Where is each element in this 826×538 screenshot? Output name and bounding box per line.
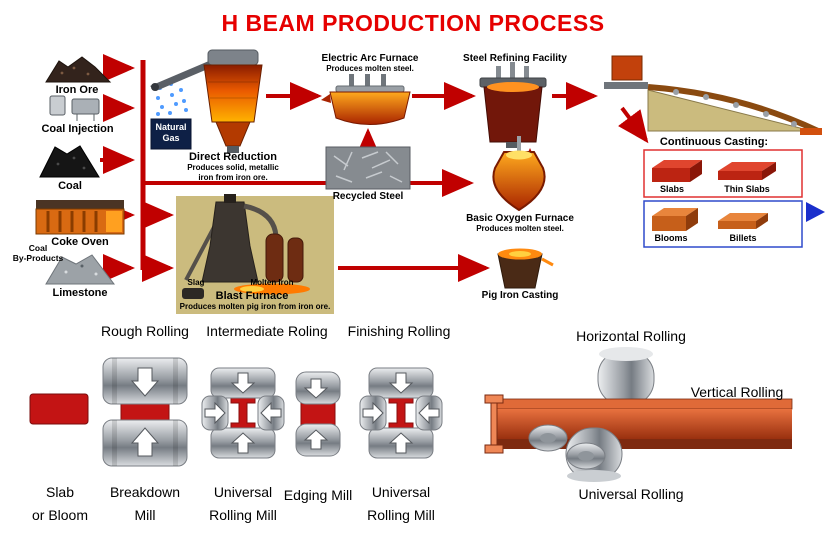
blue-flow-arrow-icon: [806, 202, 825, 222]
recycled-steel-scrap: [325, 146, 411, 190]
coke-oven-building: [35, 200, 125, 235]
basic-oxygen-furnace-vessel: [492, 136, 546, 212]
billet-product: [718, 213, 768, 229]
electric-arc-furnace-label: Electric Arc Furnace: [321, 53, 419, 64]
press-right-arrow-icon: [362, 401, 384, 425]
direct-reduction-desc: Produces solid, metallic iron from iron …: [187, 163, 279, 182]
coal-by-products-line1: Coal: [28, 243, 48, 253]
universal-mill-2-graphic: [359, 367, 443, 459]
recycled-steel-label: Recycled Steel: [332, 191, 404, 202]
thin-slab-product: [718, 162, 776, 180]
blast-furnace-label: Blast Furnace: [215, 290, 289, 302]
press-down-arrow-icon: [388, 372, 414, 394]
breakdown-mill-label: Breakdown Mill: [95, 481, 195, 527]
press-left-arrow-icon: [260, 401, 282, 425]
universal-rolling-label: Universal Rolling: [578, 486, 684, 502]
slab-stock-shape: [29, 393, 89, 425]
thin-slabs-label: Thin Slabs: [724, 184, 770, 194]
h-beam-end-profile: [484, 394, 504, 454]
press-right-arrow-icon: [204, 401, 226, 425]
universal-mill-1-line2: Rolling Mill: [209, 507, 277, 523]
coal-injection-label: Coal Injection: [41, 123, 114, 135]
press-up-arrow-icon: [230, 432, 256, 454]
steel-refining-vessel: [479, 62, 547, 148]
electric-arc-furnace-desc: Produces molten steel.: [326, 64, 414, 73]
slabs-label: Slabs: [659, 184, 684, 194]
iron-ore-label: Iron Ore: [55, 84, 99, 96]
limestone-pile: [45, 254, 116, 285]
pig-iron-ladle: [497, 248, 554, 289]
limestone-label: Limestone: [52, 287, 108, 299]
universal-mill-1-line1: Universal: [213, 484, 273, 500]
bloom-product: [652, 208, 698, 231]
continuous-caster: [604, 55, 822, 135]
press-down-arrow-icon: [230, 372, 256, 394]
steel-refining-facility-label: Steel Refining Facility: [463, 53, 567, 64]
electric-arc-furnace-vessel: [321, 74, 411, 125]
edging-mill-graphic: [295, 371, 341, 457]
molten-iron-label: Molten Iron: [250, 278, 294, 287]
slab-product: [652, 160, 702, 182]
finishing-rolling-label: Finishing Rolling: [347, 323, 451, 339]
billets-label: Billets: [729, 233, 757, 243]
rough-rolling-label: Rough Rolling: [101, 323, 189, 339]
blast-furnace-desc: Produces molten pig iron from iron ore.: [179, 302, 331, 311]
slag-label: Slag: [187, 278, 205, 287]
basic-oxygen-furnace-desc: Produces molten steel.: [476, 224, 564, 233]
cast-products: [643, 149, 825, 248]
blast-furnace-complex: [176, 194, 334, 314]
natural-gas-label: Natural Gas: [155, 122, 187, 143]
coal-label: Coal: [58, 180, 82, 192]
intermediate-roling-label: Intermediate Roling: [206, 323, 328, 339]
natural-gas-plume: [150, 82, 192, 150]
universal-mill-1-label: Universal Rolling Mill: [190, 481, 296, 527]
coal-by-products-line2: By-Products: [12, 253, 64, 264]
direct-reduction-furnace: [203, 49, 263, 153]
press-up-arrow-icon: [388, 432, 414, 454]
universal-mill-2-label: Universal Rolling Mill: [348, 481, 454, 527]
breakdown-mill-line2: Mill: [134, 507, 156, 523]
page-title: H BEAM PRODUCTION PROCESS: [221, 10, 605, 36]
basic-oxygen-furnace-label: Basic Oxygen Furnace: [466, 213, 574, 224]
universal-rolling-graphic: [484, 347, 793, 482]
edging-mill-label: Edging Mill: [283, 487, 353, 503]
breakdown-mill-line1: Breakdown: [109, 484, 181, 500]
pig-iron-casting-label: Pig Iron Casting: [481, 290, 559, 301]
blooms-label: Blooms: [654, 233, 688, 243]
coal-injection-equipment: [49, 95, 100, 121]
slab-or-bloom-line2: or Bloom: [31, 507, 89, 523]
slab-or-bloom-line1: Slab: [45, 484, 75, 500]
coal-pile: [39, 145, 100, 178]
horizontal-rolling-label: Horizontal Rolling: [576, 328, 686, 344]
press-up-arrow-icon: [303, 429, 329, 450]
direct-reduction-label: Direct Reduction: [188, 151, 277, 163]
slab-or-bloom-label: Slab or Bloom: [14, 481, 106, 527]
press-up-arrow-icon: [130, 427, 160, 457]
press-down-arrow-icon: [303, 378, 329, 399]
universal-mill-2-line1: Universal: [371, 484, 431, 500]
press-down-arrow-icon: [130, 367, 160, 397]
press-left-arrow-icon: [418, 401, 440, 425]
iron-ore-pile: [45, 56, 112, 83]
coke-oven-label: Coke Oven: [51, 236, 109, 248]
vertical-rolling-label: Vertical Rolling: [690, 384, 784, 400]
coal-by-products-label: Coal By-Products: [8, 243, 68, 263]
breakdown-mill-graphic: [102, 357, 188, 467]
continuous-casting-label: Continuous Casting:: [659, 136, 769, 148]
universal-mill-2-line2: Rolling Mill: [367, 507, 435, 523]
universal-mill-1-graphic: [201, 367, 285, 459]
